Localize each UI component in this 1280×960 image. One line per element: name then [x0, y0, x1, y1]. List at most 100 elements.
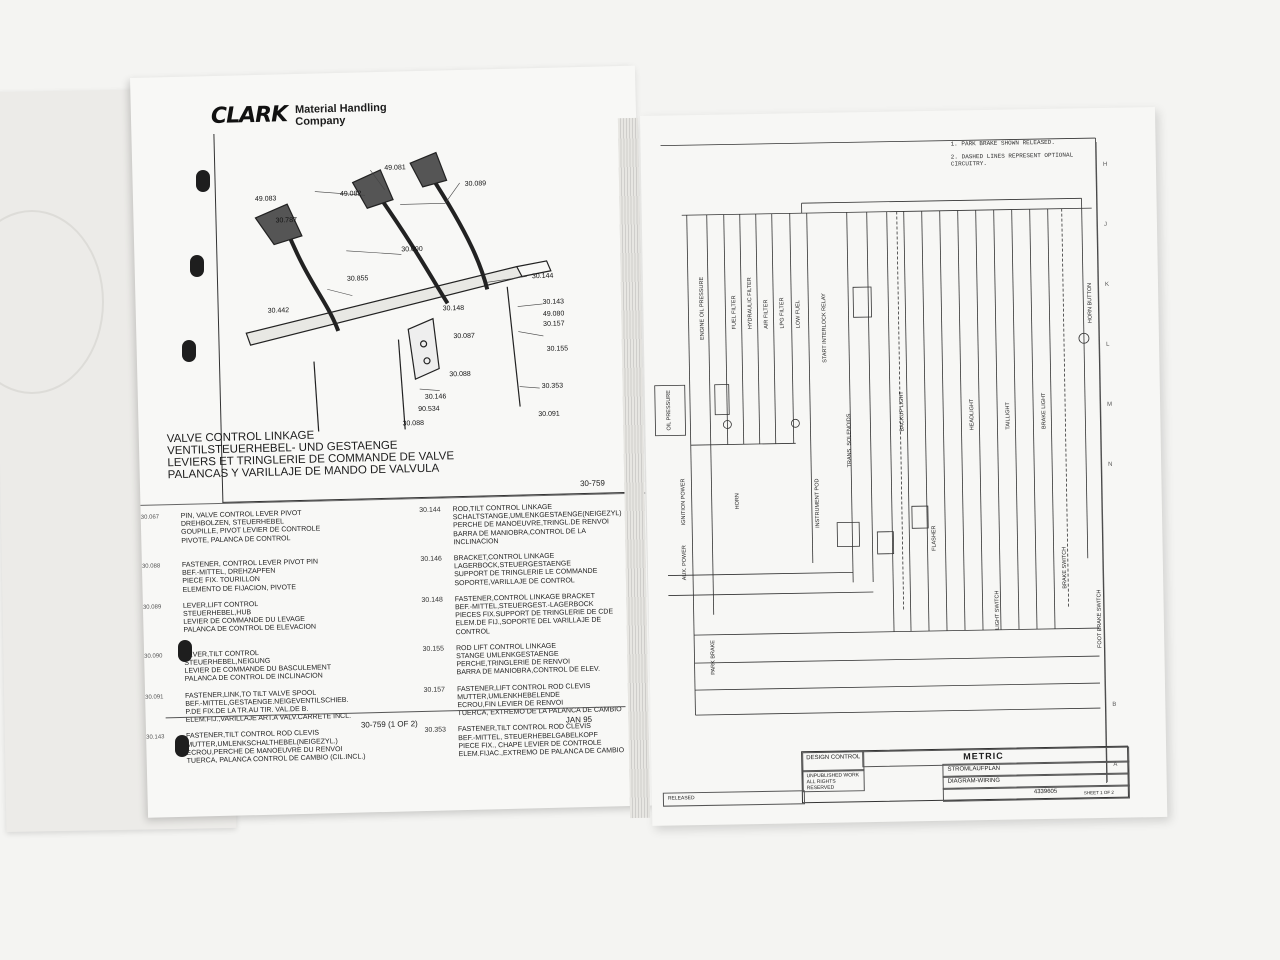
label-aux-power: AUX. POWER	[681, 545, 688, 580]
part-description: FASTENER,TILT CONTROL ROD CLEVIS MUTTER,…	[186, 728, 402, 766]
zone-marker: J	[1103, 221, 1108, 228]
parts-list: 30.067 PIN, VALVE CONTROL LEVER PIVOT DR…	[141, 502, 637, 775]
zone-marker: H	[1102, 161, 1108, 168]
label-start-interlock: START INTERLOCK RELAY	[821, 293, 828, 363]
label-low-fuel: LOW FUEL	[795, 300, 801, 328]
zone-marker: L	[1106, 341, 1110, 348]
label-light-switch: LIGHT SWITCH	[994, 590, 1001, 629]
label-engine-oil: ENGINE OIL PRESSURE	[699, 276, 706, 339]
footer-page-number: 30-759 (1 OF 2)	[360, 719, 418, 730]
company-name-line2: Company	[295, 114, 346, 128]
label-oil-pressure: OIL PRESSURE	[666, 390, 673, 431]
callout-90534: 90.534	[418, 406, 440, 414]
company-name: Material Handling Company	[295, 102, 387, 128]
label-backup-light: BACKUP LIGHT	[899, 391, 906, 432]
callout-30855: 30.855	[347, 275, 369, 283]
wiring-diagram: IGNITION POWER AUX. POWER ENGINE OIL PRE…	[654, 137, 1108, 783]
part-description: ROD LIFT CONTROL LINKAGE STANGE UMLENKGE…	[456, 641, 635, 678]
part-description: FASTENER,LIFT CONTROL ROD CLEVIS MUTTER,…	[457, 682, 636, 719]
right-page: 1. PARK BRAKE SHOWN RELEASED. 2. DASHED …	[640, 107, 1168, 826]
callout-30091: 30.091	[538, 411, 560, 419]
drawing-number: 4339605	[1033, 788, 1058, 796]
label-ignition-power: IGNITION POWER	[680, 478, 687, 525]
label-instrument-pod: INSTRUMENT POD	[814, 478, 821, 528]
callout-30787: 30.787	[275, 217, 297, 225]
released-label: RELEASED	[667, 795, 695, 802]
figure-number: 30-759	[579, 478, 606, 489]
binding-hole	[182, 340, 196, 362]
company-logo: CLARK Material Handling Company	[211, 100, 387, 130]
callout-30090: 30.090	[401, 246, 423, 254]
label-horn-button: HORN BUTTON	[1087, 283, 1094, 323]
part-description: LEVER,LIFT CONTROL STEUERHEBEL,HUB LEVIE…	[183, 597, 399, 643]
callout-49082: 49.082	[340, 190, 362, 198]
company-name-line1: Material Handling	[294, 101, 387, 116]
zone-marker: K	[1104, 281, 1110, 288]
label-lpg-filter: LPG FILTER	[779, 297, 786, 328]
part-number: 30.155	[422, 645, 445, 653]
zone-marker: B	[1112, 701, 1117, 708]
callout-30088-b: 30.088	[402, 420, 424, 428]
sheet-number: SHEET 1 OF 2	[1083, 789, 1114, 796]
label-headlight: HEADLIGHT	[969, 398, 976, 430]
part-number: 30.067	[140, 514, 160, 521]
label-horn: HORN	[735, 493, 741, 509]
part-description: PIN, VALVE CONTROL LEVER PIVOT DREHBOLZE…	[181, 508, 397, 554]
label-fuel-filter: FUEL FILTER	[731, 295, 738, 329]
callout-30155: 30.155	[547, 345, 569, 353]
callout-30143: 30.143	[543, 298, 565, 306]
label-hydraulic-filter: HYDRAULIC FILTER	[747, 277, 754, 329]
callout-30087: 30.087	[453, 333, 475, 341]
label-flasher: FLASHER	[931, 525, 937, 550]
title-en: DIAGRAM-WIRING	[947, 777, 1001, 785]
title-de: STROMLAUFPLAN	[947, 765, 1001, 773]
part-description: FASTENER, CONTROL LEVER PIVOT PIN BEF.-M…	[182, 557, 398, 595]
unpublished-notice: UNPUBLISHED WORK ALL RIGHTS RESERVED	[806, 772, 860, 792]
label-park-brake: PARK BRAKE	[710, 640, 717, 675]
label-brake-light: BRAKE LIGHT	[1041, 392, 1048, 429]
part-description: ROD,TILT CONTROL LINKAGE SCHALTSTANGE,UM…	[453, 502, 632, 547]
footer-date: JAN 95	[565, 714, 593, 725]
parts-row: 30.090 LEVER,TILT CONTROL STEUERHEBEL,NE…	[144, 641, 635, 686]
metric-brand: METRIC	[963, 750, 1004, 762]
part-number: 30.146	[420, 555, 442, 564]
binding-hole	[178, 640, 192, 662]
zone-marker: N	[1108, 461, 1113, 468]
callout-30089: 30.089	[465, 180, 487, 188]
left-page: CLARK Material Handling Company	[130, 65, 653, 818]
parts-row: 30.143 FASTENER,TILT CONTROL ROD CLEVIS …	[146, 722, 637, 767]
design-control-label: DESIGN CONTROL	[806, 754, 861, 762]
part-description: LEVER,TILT CONTROL STEUERHEBEL,NEIGUNG L…	[184, 646, 400, 684]
part-description: FASTENER,CONTROL LINKAGE BRACKET BEF.-MI…	[455, 592, 634, 637]
callout-30146: 30.146	[425, 393, 447, 401]
parts-row: 30.067 PIN, VALVE CONTROL LEVER PIVOT DR…	[141, 502, 632, 555]
part-desc-line: BARRA DE MANIOBRA,CONTROL DE LA INCLINAC…	[453, 527, 586, 547]
callout-30157: 30.157	[543, 320, 565, 328]
parts-row: 30.089 LEVER,LIFT CONTROL STEUERHEBEL,HU…	[143, 592, 634, 645]
part-number: 30.353	[424, 726, 447, 735]
callout-30442: 30.442	[268, 307, 290, 315]
part-number: 30.089	[142, 604, 162, 611]
released-cell: RELEASED	[662, 790, 806, 807]
label-trans-solenoids: TRANS. SOLENOIDS	[846, 413, 853, 467]
callout-30144: 30.144	[532, 273, 554, 281]
label-brake-switch: BRAKE SWITCH	[1062, 547, 1069, 589]
callout-49080: 49.080	[543, 310, 565, 318]
callout-49081: 49.081	[384, 164, 406, 172]
clark-logo-mark: CLARK	[210, 102, 288, 130]
linkage-diagram: 49.081 49.082 49.083 30.787 30.089 30.09…	[245, 151, 569, 434]
parts-row: 30.088 FASTENER, CONTROL LEVER PIVOT PIN…	[142, 551, 633, 596]
part-number: 30.091	[145, 694, 164, 701]
binding-hole	[190, 255, 204, 277]
part-number: 30.157	[423, 686, 446, 694]
label-taillight: TAILLIGHT	[1005, 402, 1011, 430]
callout-30088-a: 30.088	[449, 371, 471, 379]
drawing-title-block: DESIGN CONTROL UNPUBLISHED WORK ALL RIGH…	[662, 745, 1130, 807]
figure-caption: VALVE CONTROL LINKAGE VENTILSTEUERHEBEL-…	[167, 426, 455, 482]
label-foot-brake-switch: FOOT BRAKE SWITCH	[1096, 589, 1103, 648]
binding-hole	[175, 735, 189, 757]
unpublished-cell: UNPUBLISHED WORK ALL RIGHTS RESERVED	[802, 769, 865, 793]
part-number: 30.088	[141, 563, 161, 570]
zone-marker: M	[1107, 401, 1113, 408]
callout-30353: 30.353	[542, 383, 564, 391]
